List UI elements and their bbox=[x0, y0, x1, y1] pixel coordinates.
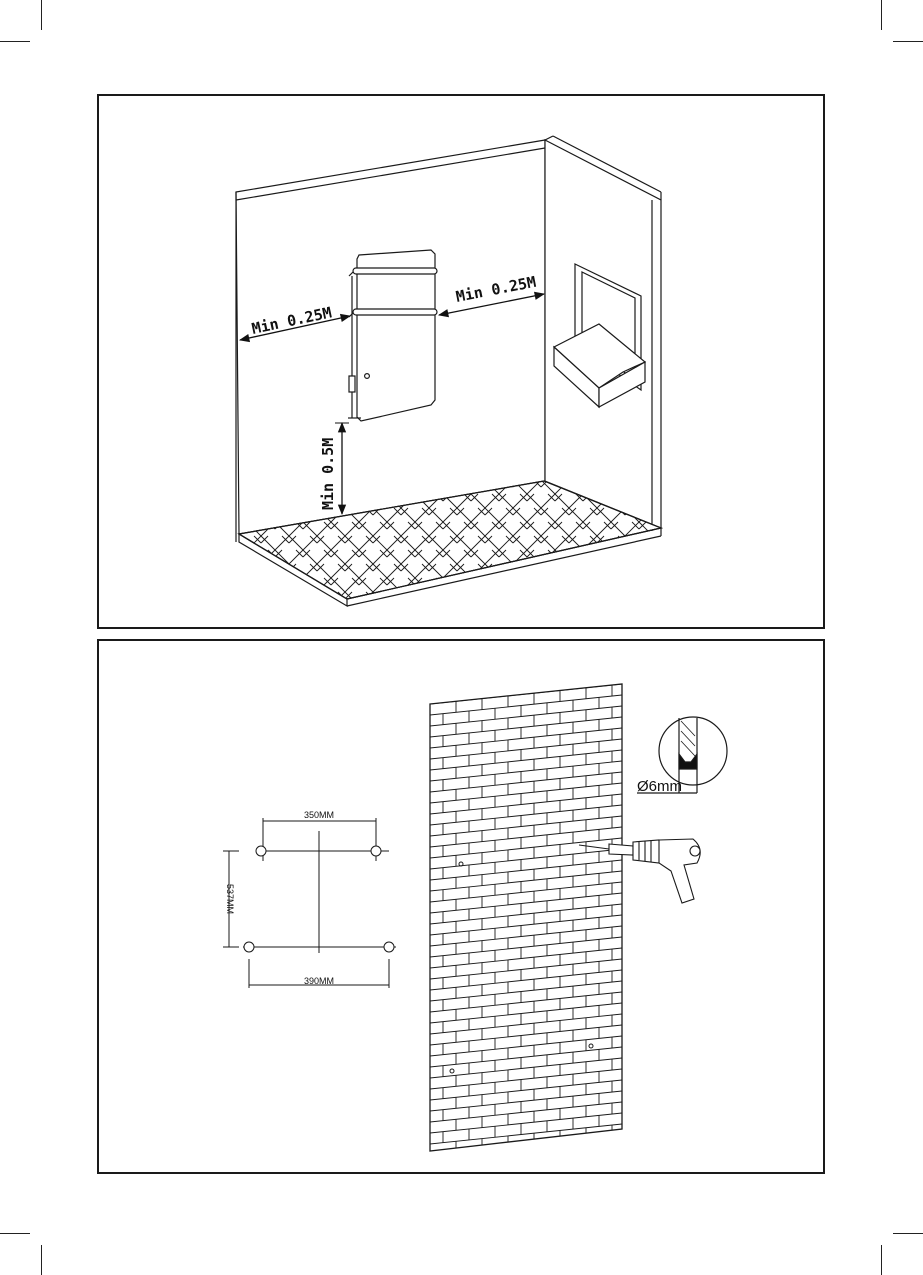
crop-mark-bottom-left-v bbox=[41, 1245, 42, 1275]
towel-radiator bbox=[348, 250, 437, 421]
room-clearance-panel: Min 0.25M Min 0.25M Min 0.5M bbox=[97, 94, 825, 629]
drill-bit-diameter-label: Ø6mm bbox=[637, 778, 682, 795]
mounting-template bbox=[223, 818, 396, 988]
top-width-label: 350MM bbox=[304, 810, 334, 820]
crop-mark-top-right-h bbox=[893, 41, 923, 42]
mounting-hole-top-left bbox=[256, 846, 266, 856]
drilling-illustration: 350MM 390MM 537MM bbox=[99, 641, 823, 1172]
crop-mark-bottom-right-v bbox=[881, 1245, 882, 1275]
drilling-panel: 350MM 390MM 537MM bbox=[97, 639, 825, 1174]
crop-mark-top-right-v bbox=[881, 0, 882, 30]
brick-wall bbox=[430, 684, 622, 1172]
crop-mark-top-left-h bbox=[0, 41, 30, 42]
crop-mark-top-left-v bbox=[41, 0, 42, 30]
crop-mark-bottom-right-h bbox=[893, 1233, 923, 1234]
mounting-hole-bottom-left bbox=[244, 942, 254, 952]
room-clearance-illustration: Min 0.25M Min 0.25M Min 0.5M bbox=[99, 96, 823, 627]
mounting-hole-top-right bbox=[371, 846, 381, 856]
bottom-width-label: 390MM bbox=[304, 976, 334, 986]
mounting-hole-bottom-right bbox=[384, 942, 394, 952]
height-label: 537MM bbox=[225, 884, 235, 914]
floor-clearance-label: Min 0.5M bbox=[319, 438, 337, 510]
crop-mark-bottom-left-h bbox=[0, 1233, 30, 1234]
